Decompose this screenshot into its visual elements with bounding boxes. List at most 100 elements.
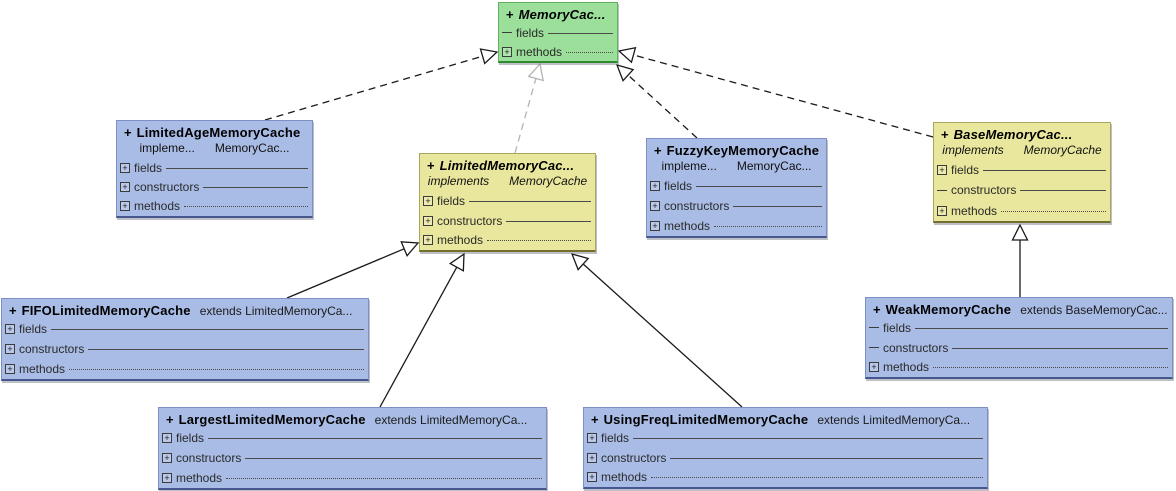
member-group-row-methods: + methods (584, 467, 987, 487)
expand-toggle-icon[interactable]: + (587, 472, 597, 483)
visibility-plus-sign: + (506, 7, 514, 22)
member-group-leader-line (714, 226, 822, 227)
visibility-plus-sign: + (166, 412, 174, 427)
hollow-triangle-arrowhead-largest-extends-limitedmemory (448, 252, 465, 272)
member-group-leader-line (952, 347, 1168, 349)
member-group-label: fields (437, 193, 466, 208)
member-group-leader-line (69, 369, 364, 370)
expand-toggle-icon[interactable]: + (5, 344, 15, 354)
hollow-triangle-arrowhead-fifo-extends-limitedmemory (400, 241, 420, 257)
expand-toggle-icon[interactable]: + (5, 324, 15, 334)
expand-toggle-icon[interactable]: + (650, 221, 660, 231)
expand-toggle-icon[interactable]: + (120, 162, 130, 173)
expand-toggle-icon[interactable]: + (937, 165, 947, 176)
member-group-leader-line (696, 186, 822, 187)
implements-subtitle-word: implements (942, 143, 1004, 157)
extends-label: extends LimitedMemoryCa... (199, 304, 353, 318)
edge-line-limitedmemory-implements-memorycache (514, 78, 537, 154)
member-group-leader-line (651, 477, 983, 479)
expand-toggle-icon[interactable]: + (120, 201, 130, 212)
edge-line-usingfreq-extends-limitedmemory (582, 263, 743, 408)
expand-toggle-icon[interactable]: + (162, 433, 172, 443)
member-group-row-fields: + fields (420, 191, 595, 211)
member-group-label: methods (176, 471, 223, 485)
implements-subtitle-word: impleme... (139, 141, 195, 155)
class-name: WeakMemoryCache (885, 302, 1012, 317)
expand-toggle-icon[interactable]: + (162, 453, 172, 463)
class-name: LimitedMemoryCac... (439, 158, 575, 173)
edge-line-largest-extends-limitedmemory (379, 266, 458, 408)
member-group-leader-line (733, 206, 822, 207)
member-group-label: methods (19, 362, 66, 376)
member-group-label: constructors (883, 340, 949, 355)
implements-subtitle-word: implements (427, 174, 490, 188)
class-name: UsingFreqLimitedMemoryCache (603, 412, 809, 427)
expand-toggle-icon[interactable]: + (869, 362, 879, 373)
hollow-triangle-arrowhead-limitedmemory-implements-memorycache (527, 62, 545, 82)
hollow-triangle-arrowhead-weak-extends-basememory (1011, 223, 1029, 241)
member-group-row-fields: + fields (117, 158, 312, 177)
class-box-weakmemorycache[interactable]: + WeakMemoryCache extends BaseMemoryCac...… (865, 297, 1173, 379)
member-group-leader-line (670, 457, 983, 459)
member-group-label: methods (601, 470, 648, 485)
expand-toggle-icon[interactable]: + (5, 364, 15, 374)
expand-toggle-icon[interactable]: + (587, 432, 597, 443)
member-group-leader-line (51, 329, 364, 330)
visibility-plus-sign: + (654, 143, 662, 158)
member-group-label: fields (516, 25, 545, 40)
visibility-plus-sign: + (124, 125, 132, 140)
expand-toggle-icon[interactable]: + (587, 452, 597, 463)
member-group-leader-line (166, 167, 308, 169)
member-group-row-constructors: +constructors (647, 196, 826, 216)
edge-line-limitedage-implements-memorycache (264, 55, 483, 121)
member-group-label: fields (664, 179, 693, 193)
expand-toggle-icon[interactable]: + (423, 215, 433, 226)
empty-group-dash-icon (869, 327, 879, 329)
implements-subtitle-word: MemoryCache (509, 174, 588, 188)
member-group-label: methods (437, 233, 484, 248)
member-group-leader-line (983, 170, 1106, 172)
visibility-plus-sign: + (591, 412, 599, 427)
extends-label: extends BaseMemoryCac... (1020, 303, 1168, 317)
member-group-label: fields (134, 160, 163, 175)
member-group-row-fields: fields (866, 318, 1172, 338)
hollow-triangle-arrowhead-usingfreq-extends-limitedmemory (570, 253, 590, 271)
member-group-row-methods: + methods (159, 468, 546, 488)
expand-toggle-icon[interactable]: + (502, 46, 512, 57)
member-group-row-fields: + fields (647, 176, 826, 196)
member-group-row-constructors: constructors (866, 338, 1172, 358)
member-group-label: fields (601, 430, 630, 445)
member-group-row-constructors: +constructors (159, 448, 546, 468)
member-group-label: fields (176, 431, 205, 445)
expand-toggle-icon[interactable]: + (650, 201, 660, 211)
class-title: +MemoryCac... (499, 3, 617, 23)
expand-toggle-icon[interactable]: + (650, 181, 660, 191)
class-box-memorycache[interactable]: +MemoryCac... fields +methods (498, 2, 618, 63)
class-title: +BaseMemoryCac... (934, 123, 1110, 143)
expand-toggle-icon[interactable]: + (423, 195, 433, 206)
member-group-row-methods: +methods (499, 42, 617, 61)
extends-label: extends LimitedMemoryCa... (374, 413, 528, 427)
edge-line-fifo-extends-limitedmemory (286, 248, 405, 299)
expand-toggle-icon[interactable]: + (120, 181, 130, 192)
expand-toggle-icon[interactable]: + (423, 235, 433, 246)
expand-toggle-icon[interactable]: + (162, 473, 172, 483)
implements-subtitle-word: impleme... (661, 159, 717, 173)
expand-toggle-icon[interactable]: + (937, 205, 947, 216)
member-group-label: methods (664, 219, 711, 233)
member-group-row-constructors: + constructors (584, 448, 987, 468)
class-title: +LimitedMemoryCac... (420, 154, 595, 174)
member-group-label: constructors (134, 179, 200, 194)
member-group-label: constructors (601, 450, 667, 465)
